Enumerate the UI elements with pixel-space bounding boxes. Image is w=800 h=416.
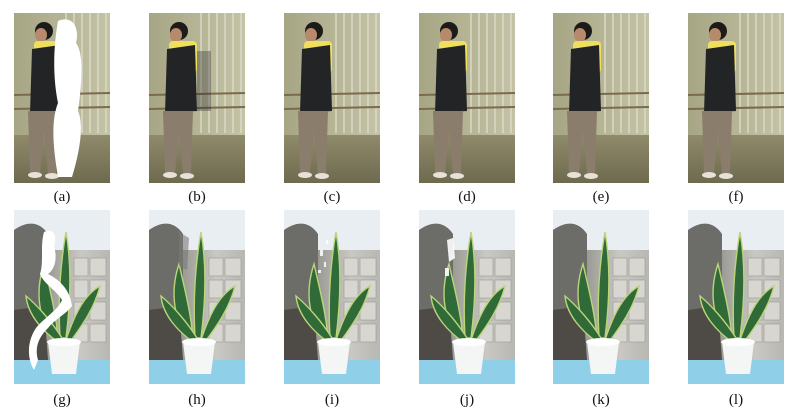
panel-a — [14, 13, 110, 183]
plant-image — [149, 210, 245, 384]
panel-j — [419, 210, 515, 384]
caption-a: (a) — [53, 189, 71, 205]
person-image — [149, 13, 245, 183]
caption-h: (h) — [188, 392, 206, 408]
panel-g — [14, 210, 110, 384]
panel-c — [284, 13, 380, 183]
caption-c: (c) — [323, 189, 341, 205]
ghost-artifact — [197, 51, 211, 111]
panel-l — [688, 210, 784, 384]
caption-k: (k) — [592, 392, 610, 408]
panel-d — [419, 13, 515, 183]
panel-k — [553, 210, 649, 384]
panel-f — [688, 13, 784, 183]
caption-f: (f) — [728, 189, 744, 205]
panel-e — [553, 13, 649, 183]
person-image — [553, 13, 649, 183]
speckle-artifact — [318, 240, 328, 273]
white-hole-artifact — [28, 230, 72, 370]
caption-j: (j) — [459, 392, 475, 408]
caption-i: (i) — [324, 392, 340, 408]
plant-image — [688, 210, 784, 384]
panel-i — [284, 210, 380, 384]
person-image — [14, 13, 110, 183]
speckle-artifact — [445, 238, 455, 276]
caption-d: (d) — [458, 189, 476, 205]
caption-b: (b) — [188, 189, 206, 205]
white-hole-artifact — [53, 19, 82, 177]
panel-h — [149, 210, 245, 384]
ghost-artifact — [179, 232, 189, 270]
caption-g: (g) — [53, 392, 71, 408]
plant-image — [553, 210, 649, 384]
person-image — [688, 13, 784, 183]
person-image — [284, 13, 380, 183]
plant-image — [419, 210, 515, 384]
caption-e: (e) — [592, 189, 610, 205]
caption-l: (l) — [728, 392, 744, 408]
panel-b — [149, 13, 245, 183]
person-image — [419, 13, 515, 183]
plant-image — [284, 210, 380, 384]
plant-image — [14, 210, 110, 384]
